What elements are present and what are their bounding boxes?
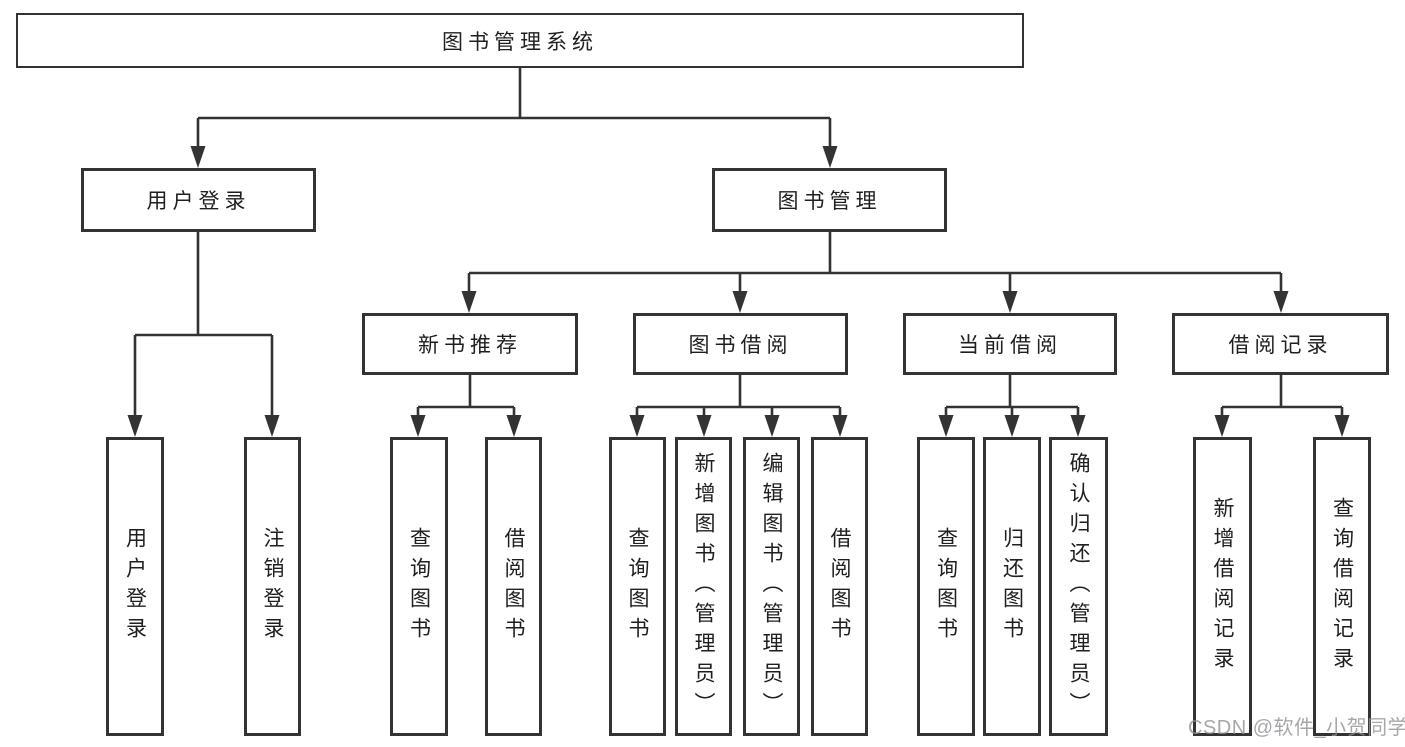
leaf-confirm-return-admin: 确认归还（管理员） — [1049, 437, 1108, 736]
leaf-borrow-query-books: 查询图书 — [609, 437, 666, 736]
leaf-add-borrow-record: 新增借阅记录 — [1193, 437, 1252, 736]
csdn-watermark: CSDN @软件_小贺同学 — [1188, 717, 1405, 739]
leaf-recommend-borrow-books: 借阅图书 — [485, 437, 542, 736]
leaf-add-books-admin: 新增图书（管理员） — [675, 437, 732, 736]
leaf-recommend-query-books: 查询图书 — [390, 437, 448, 736]
leaf-user-login: 用户登录 — [106, 437, 164, 736]
node-new-book-recommendation: 新书推荐 — [362, 313, 578, 375]
leaf-edit-books-admin: 编辑图书（管理员） — [743, 437, 800, 736]
node-current-borrowing: 当前借阅 — [903, 313, 1117, 375]
node-book-borrowing: 图书借阅 — [633, 313, 848, 375]
leaf-query-borrow-record: 查询借阅记录 — [1313, 437, 1371, 736]
leaf-current-query-books: 查询图书 — [917, 437, 975, 736]
node-library-system: 图书管理系统 — [16, 13, 1024, 68]
leaf-return-books: 归还图书 — [983, 437, 1041, 736]
node-user-login: 用户登录 — [81, 168, 316, 232]
leaf-borrow-books: 借阅图书 — [811, 437, 868, 736]
leaf-logout: 注销登录 — [244, 437, 301, 736]
node-borrowing-records: 借阅记录 — [1172, 313, 1389, 375]
node-book-management: 图书管理 — [712, 168, 947, 232]
